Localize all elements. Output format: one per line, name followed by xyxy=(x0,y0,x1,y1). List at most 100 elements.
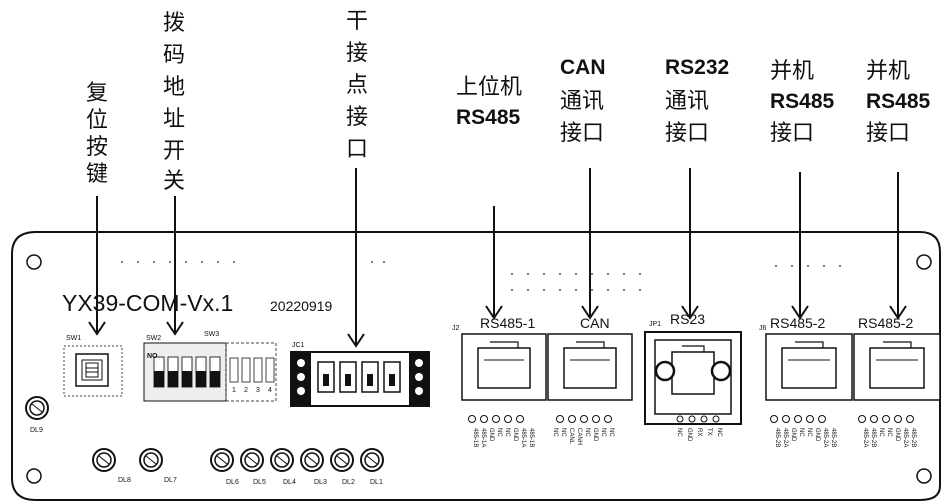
pin-row-jp1 xyxy=(676,415,720,423)
pin-row-j2 xyxy=(468,415,612,423)
pin-label: 485-2A xyxy=(782,428,788,447)
ref-no: NO xyxy=(147,353,158,360)
callout-line: RS485 xyxy=(456,106,521,129)
led-label: DL2 xyxy=(342,479,355,486)
dip-number: 3 xyxy=(256,387,260,394)
dip-number: 2 xyxy=(244,387,248,394)
dip-switch-sw3 xyxy=(225,342,277,402)
mount-hole xyxy=(916,254,932,270)
callout-host-rs485: 上位机 RS485 xyxy=(456,75,522,129)
ref-jp1: JP1 xyxy=(649,321,661,328)
rj45-can-jack[interactable] xyxy=(547,333,633,401)
led-dl6 xyxy=(210,448,234,472)
led-dl7 xyxy=(139,448,163,472)
port-label-rs485-2b: RS485-2 xyxy=(858,315,913,331)
callout-line: 接口 xyxy=(866,121,910,146)
reset-button[interactable] xyxy=(63,345,123,397)
rj45-rs485-2a-jack[interactable] xyxy=(765,333,853,401)
led-label: DL7 xyxy=(164,477,177,484)
led-label: DL8 xyxy=(118,477,131,484)
pin-label: CANL xyxy=(568,428,574,445)
callout-parallel-rs485-2: 并机 RS485 接口 xyxy=(866,59,931,146)
pin-label: NC xyxy=(504,428,510,437)
pin-label: NC xyxy=(716,428,722,437)
ref-j2: J2 xyxy=(452,325,460,332)
callout-dip-switch: 拨 码 地 址 开 关 xyxy=(163,11,185,194)
port-label-rs485-2a: RS485-2 xyxy=(770,315,825,331)
callout-char: 接 xyxy=(346,41,368,66)
pin-label: GND xyxy=(894,428,900,442)
led-dl5 xyxy=(240,448,264,472)
led-dl3 xyxy=(300,448,324,472)
rj45-rs485-1-jack[interactable] xyxy=(461,333,547,401)
dip-switch-sw2[interactable] xyxy=(143,342,227,402)
pin-row-j6 xyxy=(770,415,914,423)
pin-label: NC xyxy=(600,428,606,437)
pin-label: 485-2A xyxy=(822,428,828,447)
arrow-parallel-2 xyxy=(889,172,907,320)
pin-label: 485-1B xyxy=(472,428,478,447)
callout-line: 接口 xyxy=(560,121,604,146)
silkscreen-dots xyxy=(121,261,841,291)
callout-char: 点 xyxy=(346,73,368,98)
pin-label: 485-1A xyxy=(520,428,526,447)
callout-can: CAN 通讯 接口 xyxy=(560,56,606,146)
board-model: YX39-COM-Vx.1 xyxy=(62,290,233,316)
pin-label: NC xyxy=(608,428,614,437)
pin-label: NC xyxy=(496,428,502,437)
ref-sw3: SW3 xyxy=(204,331,219,338)
callout-char: 干 xyxy=(346,9,368,34)
callout-char: 复 xyxy=(86,81,108,106)
callout-line: RS485 xyxy=(770,90,835,113)
pin-label: GND xyxy=(790,428,796,442)
mount-hole xyxy=(26,468,42,484)
callout-char: 码 xyxy=(163,43,185,68)
pin-label: 485-2B xyxy=(774,428,780,447)
pin-label: NC xyxy=(878,428,884,437)
dip-number: 4 xyxy=(268,387,272,394)
arrow-dry-contact xyxy=(347,168,365,348)
port-label-can: CAN xyxy=(580,315,610,331)
dip-number: 1 xyxy=(232,387,236,394)
callout-line: 通讯 xyxy=(665,89,709,114)
callout-arrows xyxy=(88,168,907,348)
board-date: 20220919 xyxy=(270,298,333,314)
led-dl1 xyxy=(360,448,384,472)
led-label: DL3 xyxy=(314,479,327,486)
arrow-reset xyxy=(88,196,106,336)
rj11-rs232-jack[interactable] xyxy=(644,331,742,425)
pin-label: NC xyxy=(552,428,558,437)
led-label: DL4 xyxy=(283,479,296,486)
led-dl9 xyxy=(25,396,49,420)
pin-label: TX xyxy=(706,428,712,436)
callout-parallel-rs485-1: 并机 RS485 接口 xyxy=(770,59,835,146)
callout-dry-contact: 干 接 点 接 口 xyxy=(346,9,368,162)
led-label: DL9 xyxy=(30,427,43,434)
dry-contact-terminal[interactable] xyxy=(290,351,430,407)
pin-label: RX xyxy=(696,428,702,436)
callout-reset-button: 复 位 按 键 xyxy=(86,81,108,187)
pin-label: 485-2B xyxy=(910,428,916,447)
callout-char: 地 xyxy=(163,75,185,100)
callout-char: 拨 xyxy=(163,11,185,36)
pin-label: NC xyxy=(806,428,812,437)
rj45-rs485-2b-jack[interactable] xyxy=(853,333,941,401)
callout-line: RS232 xyxy=(665,56,729,79)
pin-label: GND xyxy=(686,428,692,442)
pin-label: NC xyxy=(798,428,804,437)
pin-label: 485-2A xyxy=(862,428,868,447)
arrow-parallel-1 xyxy=(791,172,809,320)
pin-label: 485-2B xyxy=(830,428,836,447)
arrow-can xyxy=(581,168,599,320)
arrow-dip xyxy=(166,196,184,336)
callout-char: 口 xyxy=(346,137,368,162)
callout-char: 开 xyxy=(163,139,185,164)
port-label-rs485-1: RS485-1 xyxy=(480,315,535,331)
callout-line: 并机 xyxy=(770,59,814,84)
callout-line: RS485 xyxy=(866,90,931,113)
arrow-rs232 xyxy=(681,168,699,320)
pin-label: CANH xyxy=(576,428,582,445)
led-dl2 xyxy=(330,448,354,472)
pin-label: NC xyxy=(676,428,682,437)
callout-char: 接 xyxy=(346,105,368,130)
